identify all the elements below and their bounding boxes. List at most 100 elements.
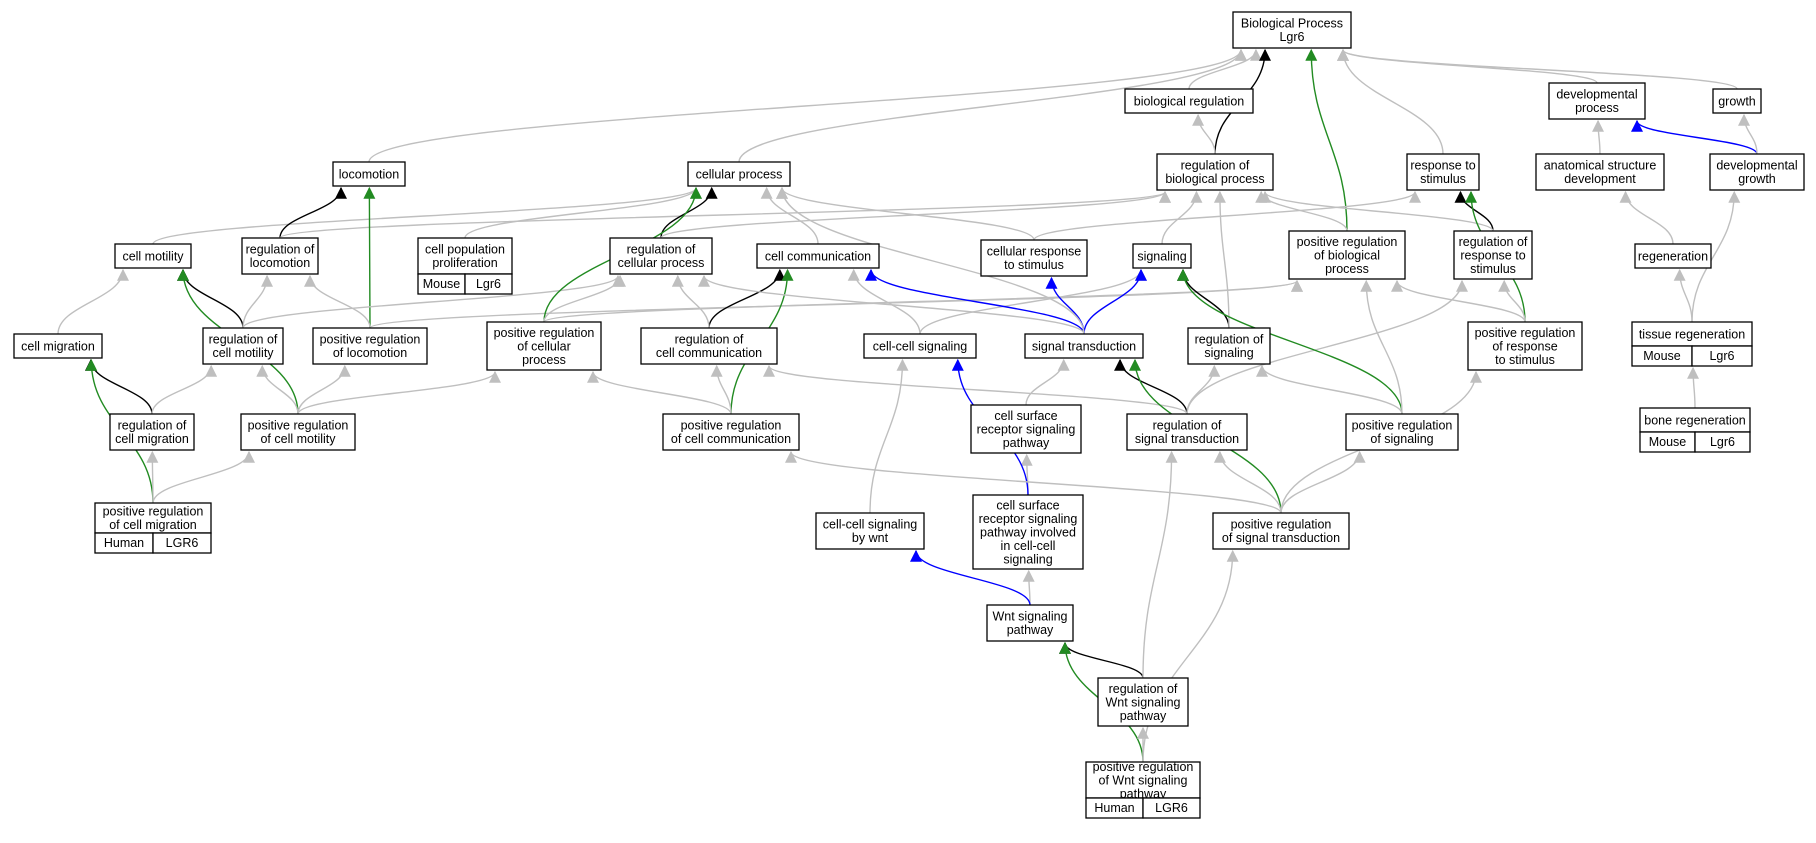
edge-growth-to-bp [1337, 48, 1738, 90]
node-label: cellular response [987, 245, 1082, 259]
node-box [972, 494, 1084, 570]
node-box [417, 237, 513, 275]
edge-posregloco-to-locomotion [363, 186, 376, 329]
node-label: positive regulation [248, 419, 349, 433]
node-ccsig[interactable]: cell-cell signaling [863, 333, 977, 359]
edge-posregcellmig-to-posregcellmot [152, 450, 255, 504]
node-cellmotility[interactable]: cell motility [114, 243, 192, 269]
node-label: signaling [1204, 346, 1253, 360]
tag-gene: Lgr6 [476, 277, 501, 291]
edge-devproc-to-bp [1337, 48, 1598, 84]
node-box [312, 327, 428, 365]
node-label: regulation of [209, 333, 278, 347]
node-box [1288, 230, 1406, 280]
node-box [1345, 413, 1459, 451]
edge-posregsig-to-regsig [1256, 364, 1403, 415]
edge-regcellcomm-to-cellcomm [708, 268, 786, 329]
node-cellmigration[interactable]: cell migration [13, 333, 103, 359]
node-box [1124, 88, 1254, 114]
node-label: of cellular [517, 339, 571, 353]
node-label: regulation of [1195, 333, 1264, 347]
edge-wnt-to-csrspinv [1022, 569, 1035, 606]
edge-posregsig-to-signaling [1177, 268, 1403, 415]
node-box [662, 413, 800, 451]
node-label: biological process [1165, 172, 1264, 186]
node-signaling[interactable]: signaling [1132, 243, 1192, 269]
node-label: pathway [1120, 709, 1167, 723]
node-label: regulation of [1459, 235, 1528, 249]
edge-tissuereg-to-regeneration [1673, 268, 1693, 323]
edge-posregloco-to-regloco [304, 274, 371, 329]
edge-devgrowth-to-growth [1738, 113, 1758, 155]
node-label: process [1325, 262, 1369, 276]
tag-species: Mouse [1643, 349, 1681, 363]
node-label: positive regulation [1475, 326, 1576, 340]
edge-regwnt-to-wnt [1059, 641, 1144, 679]
edge-regresp-to-regbio [1259, 190, 1494, 232]
node-label: response to [1410, 159, 1475, 173]
edge-posregsigtrans-to-posregcellcomm [785, 450, 1282, 514]
node-box [687, 161, 791, 187]
node-box [1132, 243, 1192, 269]
node-growth[interactable]: growth [1712, 88, 1762, 114]
edge-cellproc-to-bp [738, 48, 1247, 163]
node-label: positive regulation [681, 419, 782, 433]
node-label: positive regulation [320, 333, 421, 347]
edge-cellresp-to-respstim [1033, 190, 1421, 241]
edge-tissuereg-to-devgrowth [1691, 190, 1741, 323]
edge-posregcellmot-to-posregcellproc [297, 370, 501, 415]
node-bioreg[interactable]: biological regulation [1124, 88, 1254, 114]
edge-posregcellmot-to-posregloco [297, 364, 351, 415]
node-regeneration[interactable]: regeneration [1634, 243, 1712, 269]
node-box [1453, 230, 1533, 280]
edge-regcellcomm-to-regcellproc [671, 274, 710, 329]
node-label: signal transduction [1032, 339, 1136, 353]
node-cellproc[interactable]: cellular process [687, 161, 791, 187]
node-label: pathway involved [980, 525, 1076, 539]
node-label: of response [1492, 339, 1557, 353]
node-box [202, 327, 284, 365]
node-label: cell motility [122, 249, 184, 263]
tag-gene: LGR6 [166, 536, 199, 550]
node-locomotion[interactable]: locomotion [332, 161, 406, 187]
node-label: Biological Process [1241, 17, 1343, 31]
node-sigtrans[interactable]: signal transduction [1024, 333, 1144, 359]
node-box [1187, 327, 1271, 365]
node-cellcomm[interactable]: cell communication [756, 243, 880, 269]
edge-regsigtrans-to-regcellcomm [763, 364, 1188, 415]
